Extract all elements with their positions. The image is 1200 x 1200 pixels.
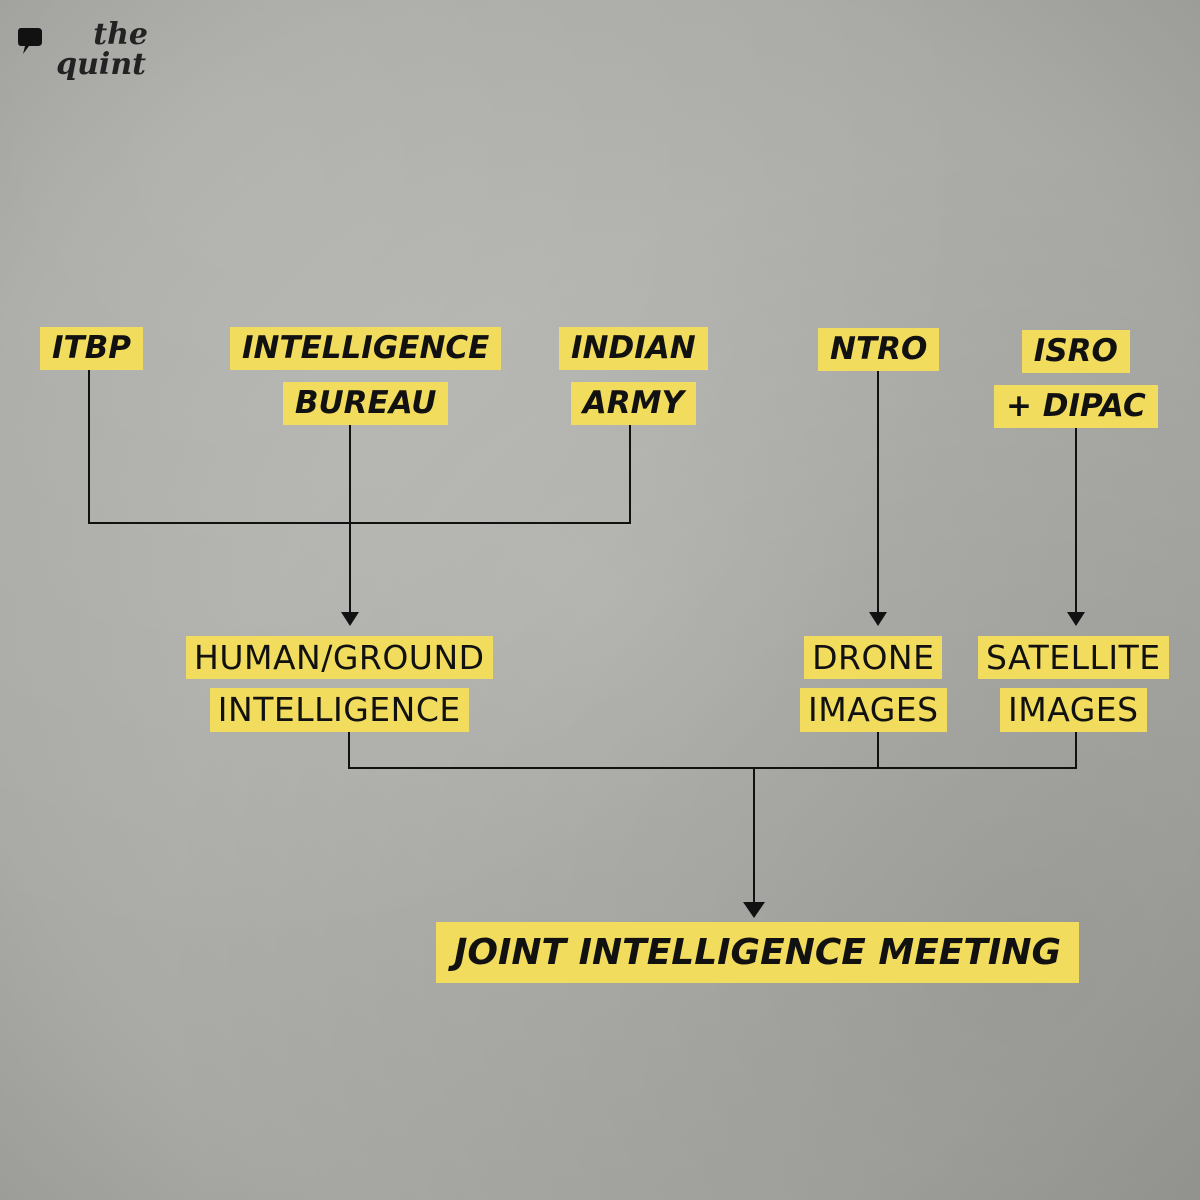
node-indian-army: INDIAN ARMY [559,327,708,425]
arrow-down-icon [1067,612,1085,626]
node-satellite-label-line2: IMAGES [1000,688,1147,732]
node-human-ground-intelligence: HUMAN/GROUND INTELLIGENCE [186,636,493,732]
node-ib-label-line2: BUREAU [282,381,449,425]
connector-intermediate [348,722,1077,769]
speech-bubble-icon [18,28,42,54]
node-ntro-label: NTRO [818,328,940,371]
node-drone-images: DRONE IMAGES [800,636,947,732]
node-human-label-line1: HUMAN/GROUND [186,636,493,680]
node-isro-label-line2: + DIPAC [994,384,1158,428]
node-ib-label-line1: INTELLIGENCE [230,327,502,370]
node-ntro: NTRO [818,328,940,371]
arrow-down-icon [341,612,359,626]
node-human-label-line2: INTELLIGENCE [209,688,469,732]
node-drone-label-line2: IMAGES [800,688,947,732]
logo-wordmark: the quint [18,20,148,80]
node-isro-label-line1: ISRO [1021,330,1130,373]
connector-itbp [88,368,631,524]
node-army-label-line2: ARMY [570,381,696,425]
logo-line-the: the [93,17,148,52]
arrow-down-icon [869,612,887,626]
node-joint-intelligence-meeting: JOINT INTELLIGENCE MEETING [436,922,1080,983]
node-drone-label-line1: DRONE [804,636,943,680]
node-satellite-label-line1: SATELLITE [978,636,1169,680]
node-itbp: ITBP [40,327,144,370]
logo-line-quint: quint [56,47,146,82]
node-satellite-images: SATELLITE IMAGES [978,636,1169,732]
node-intelligence-bureau: INTELLIGENCE BUREAU [230,327,502,425]
node-final-label: JOINT INTELLIGENCE MEETING [436,922,1080,983]
node-isro-dipac: ISRO + DIPAC [994,330,1158,428]
arrow-down-icon [743,902,765,918]
node-itbp-label: ITBP [40,327,144,370]
node-army-label-line1: INDIAN [559,327,708,370]
